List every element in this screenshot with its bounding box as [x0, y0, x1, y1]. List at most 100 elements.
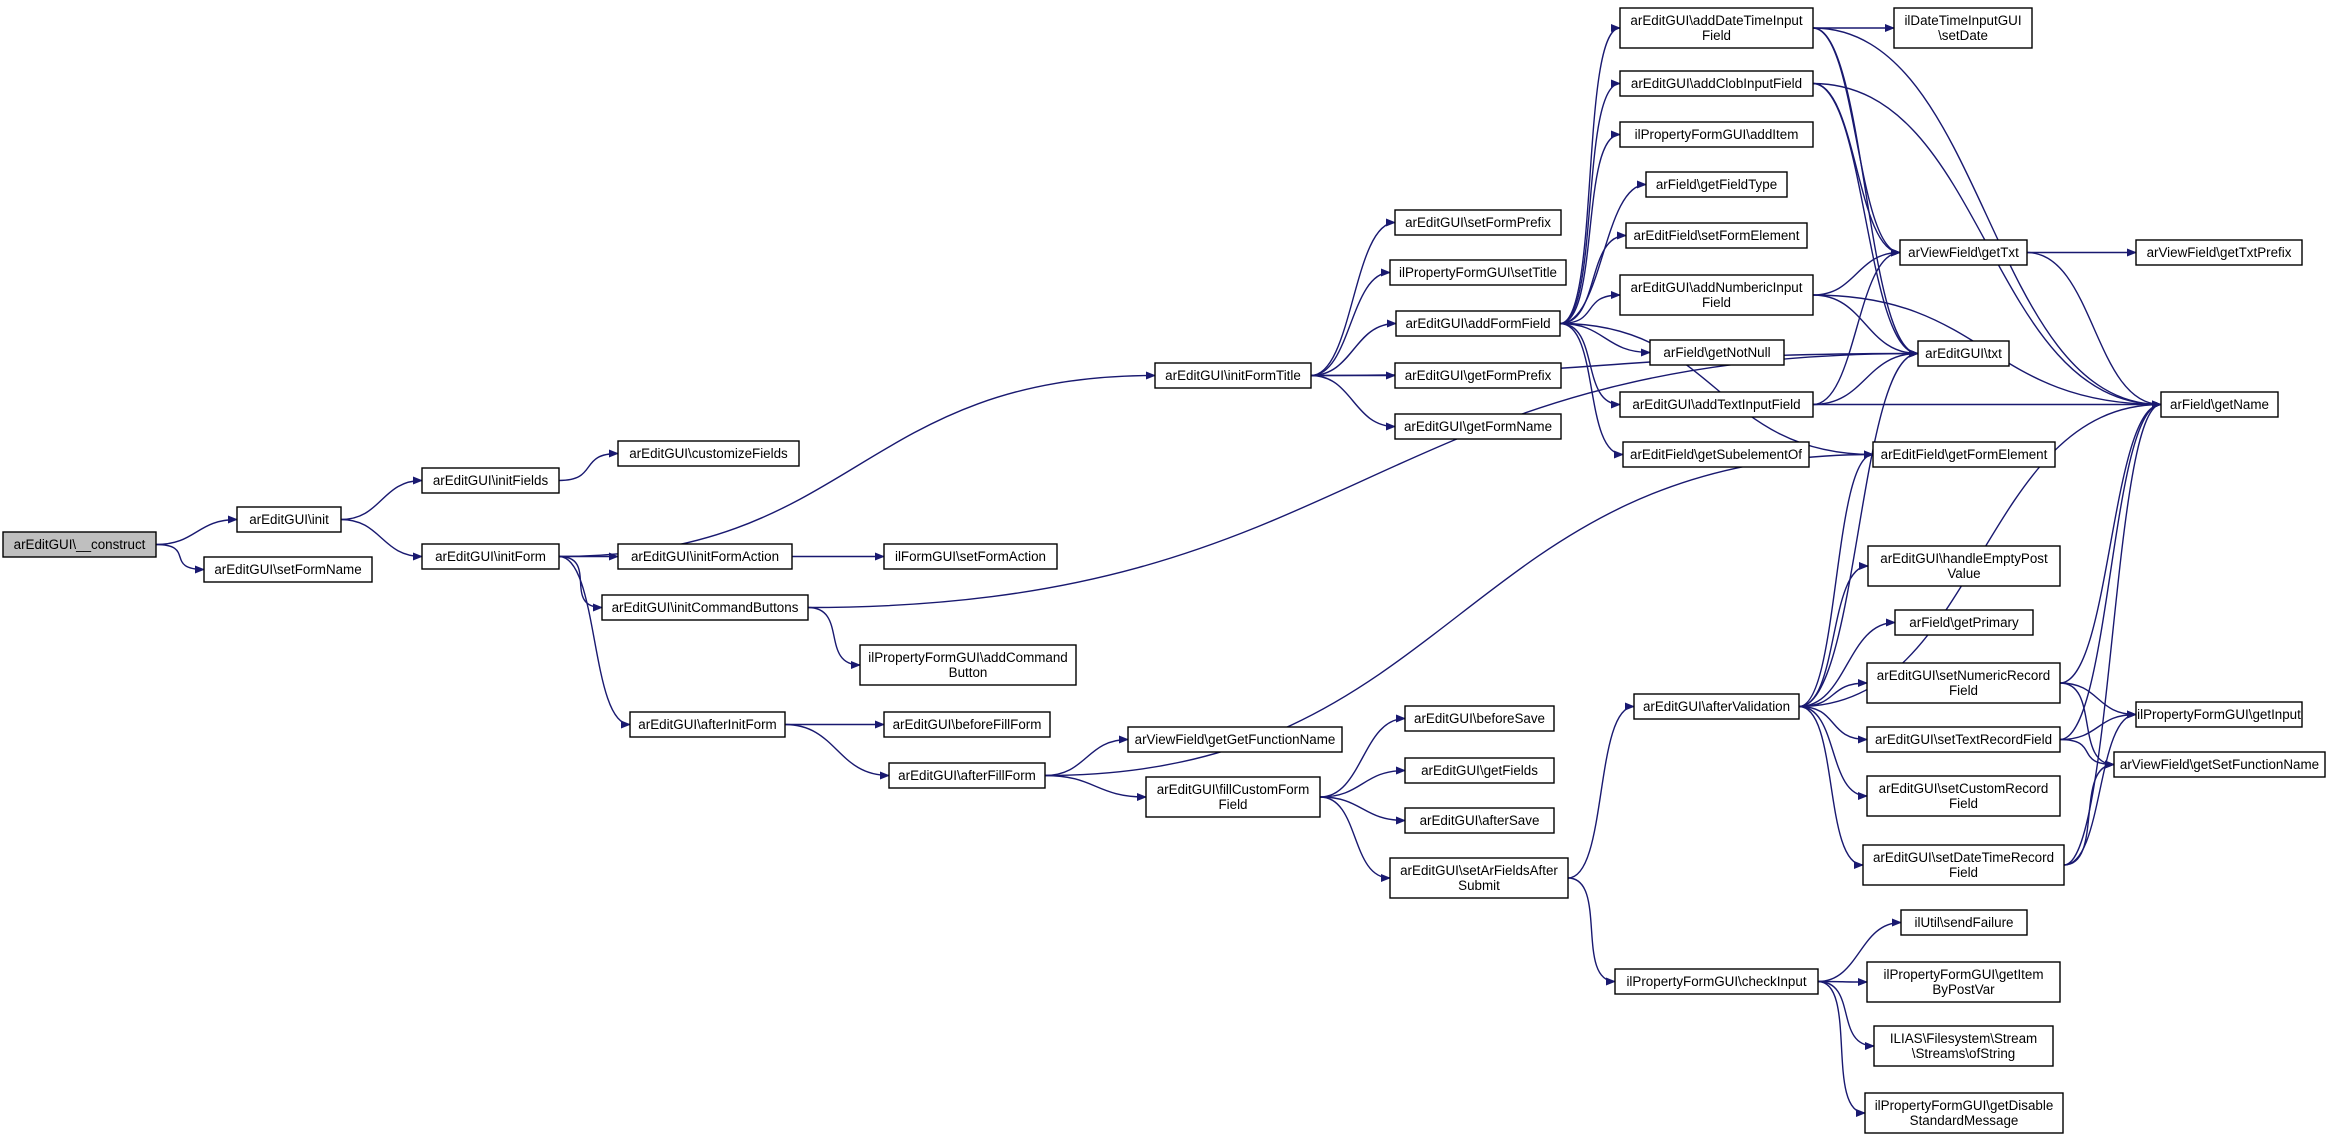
- node-label: arEditGUI\getFields: [1421, 763, 1538, 778]
- graph-node[interactable]: arField\getName: [2160, 391, 2279, 418]
- edge: [2063, 760, 2115, 866]
- graph-node[interactable]: arViewField\getTxtPrefix: [2135, 239, 2303, 266]
- graph-node[interactable]: arEditGUI\getFormPrefix: [1394, 362, 1562, 389]
- graph-node[interactable]: arEditGUI\addClobInputField: [1619, 70, 1814, 97]
- edge: [1817, 977, 1868, 986]
- edge: [2059, 400, 2162, 684]
- graph-node[interactable]: arField\getFieldType: [1645, 171, 1788, 198]
- graph-node[interactable]: arViewField\getTxt: [1899, 239, 2028, 266]
- graph-node[interactable]: arEditGUI\initFormAction: [617, 543, 793, 570]
- node-box: [1389, 857, 1569, 899]
- graph-node[interactable]: arEditGUI\beforeSave: [1404, 705, 1555, 732]
- graph-node[interactable]: arEditGUI\beforeFillForm: [883, 711, 1051, 738]
- call-edge: [1559, 322, 1621, 409]
- graph-node[interactable]: ilFormGUI\setFormAction: [883, 543, 1058, 570]
- graph-node[interactable]: ilPropertyFormGUI\getDisableStandardMess…: [1864, 1092, 2064, 1134]
- node-label: arEditGUI\initFormAction: [631, 549, 779, 564]
- graph-node[interactable]: arEditGUI\getFormName: [1394, 413, 1562, 440]
- edge: [1310, 319, 1397, 377]
- node-box: [2113, 751, 2326, 778]
- node-label: arEditGUI\addTextInputField: [1632, 397, 1800, 412]
- graph-node[interactable]: arEditGUI\afterFillForm: [888, 762, 1046, 789]
- call-edge: [1567, 702, 1635, 879]
- edge: [558, 449, 619, 482]
- graph-node[interactable]: arEditField\getFormElement: [1872, 441, 2056, 468]
- graph-node[interactable]: arEditGUI\afterSave: [1404, 807, 1555, 834]
- graph-node[interactable]: arEditGUI\initCommandButtons: [601, 594, 809, 621]
- graph-node[interactable]: arEditField\setFormElement: [1625, 222, 1808, 249]
- node-label: Field: [1949, 683, 1978, 698]
- node-label: StandardMessage: [1910, 1113, 2019, 1128]
- graph-node[interactable]: arEditGUI\afterInitForm: [629, 711, 786, 738]
- graph-node[interactable]: ilPropertyFormGUI\checkInput: [1614, 968, 1819, 995]
- node-label: arEditGUI\initFields: [433, 473, 549, 488]
- call-edge: [2059, 682, 2115, 769]
- graph-node[interactable]: arEditGUI\init: [236, 506, 342, 533]
- node-box: [1866, 775, 2061, 817]
- graph-node[interactable]: arEditField\getSubelementOf: [1622, 441, 1810, 468]
- call-edge: [1310, 268, 1391, 377]
- graph-node[interactable]: arEditGUI\getFields: [1404, 757, 1555, 784]
- edge: [2059, 738, 2115, 769]
- node-label: Field: [1702, 28, 1731, 43]
- graph-node[interactable]: arViewField\getGetFunctionName: [1127, 726, 1343, 753]
- call-edge: [1559, 291, 1621, 325]
- graph-node[interactable]: arEditGUI\initFormTitle: [1154, 362, 1312, 389]
- edge: [1812, 27, 1919, 358]
- graph-node[interactable]: arEditGUI\initFields: [421, 467, 560, 494]
- node-box: [1633, 693, 1800, 720]
- call-edge: [558, 555, 631, 729]
- graph-node[interactable]: arEditGUI\addTextInputField: [1619, 391, 1814, 418]
- graph-node[interactable]: ilPropertyFormGUI\setTitle: [1389, 259, 1567, 286]
- graph-node[interactable]: arEditGUI\customizeFields: [617, 440, 800, 467]
- node-box: [1894, 609, 2034, 636]
- graph-node[interactable]: ILIAS\Filesystem\Stream\Streams\ofString: [1873, 1025, 2054, 1067]
- graph-node[interactable]: arEditGUI\afterValidation: [1633, 693, 1800, 720]
- edge: [1812, 82, 1901, 257]
- node-label: ilDateTimeInputGUI: [1904, 13, 2021, 28]
- graph-node[interactable]: arEditGUI\initForm: [421, 543, 560, 570]
- graph-node[interactable]: arEditGUI\txt: [1917, 340, 2010, 367]
- node-box: [1864, 1092, 2064, 1134]
- graph-node[interactable]: arEditGUI\setFormName: [203, 556, 373, 583]
- node-label: ILIAS\Filesystem\Stream: [1890, 1031, 2037, 1046]
- graph-node[interactable]: arEditGUI\__construct: [2, 531, 157, 558]
- node-box: [1404, 757, 1555, 784]
- graph-node[interactable]: ilPropertyFormGUI\getInput: [2135, 701, 2303, 728]
- node-box: [2135, 239, 2303, 266]
- edge: [2063, 710, 2137, 866]
- node-label: arEditGUI\initCommandButtons: [612, 600, 799, 615]
- graph-node[interactable]: arEditGUI\addFormField: [1395, 310, 1561, 337]
- graph-node[interactable]: arField\getPrimary: [1894, 609, 2034, 636]
- graph-node[interactable]: ilUtil\sendFailure: [1900, 909, 2028, 936]
- node-label: arEditGUI\initForm: [435, 549, 546, 564]
- node-box: [883, 711, 1051, 738]
- node-box: [1900, 909, 2028, 936]
- call-edge: [340, 518, 423, 561]
- graph-node[interactable]: ilPropertyFormGUI\addItem: [1619, 121, 1814, 148]
- graph-node[interactable]: arField\getNotNull: [1649, 339, 1785, 366]
- node-label: arEditGUI\initFormTitle: [1165, 368, 1301, 383]
- node-box: [1625, 222, 1808, 249]
- graph-node[interactable]: arEditGUI\setTextRecordField: [1866, 726, 2061, 753]
- call-edge: [1817, 977, 1868, 986]
- call-edge: [1798, 618, 1896, 708]
- graph-node[interactable]: ilDateTimeInputGUI\setDate: [1893, 7, 2033, 49]
- call-edge: [1798, 349, 1919, 708]
- node-box: [1872, 441, 2056, 468]
- graph-node[interactable]: arViewField\getSetFunctionName: [2113, 751, 2326, 778]
- node-label: arEditGUI\handleEmptyPost: [1880, 551, 2048, 566]
- graph-node[interactable]: arEditGUI\setFormPrefix: [1394, 209, 1562, 236]
- edge: [2059, 682, 2137, 719]
- node-label: arEditGUI\txt: [1925, 346, 2002, 361]
